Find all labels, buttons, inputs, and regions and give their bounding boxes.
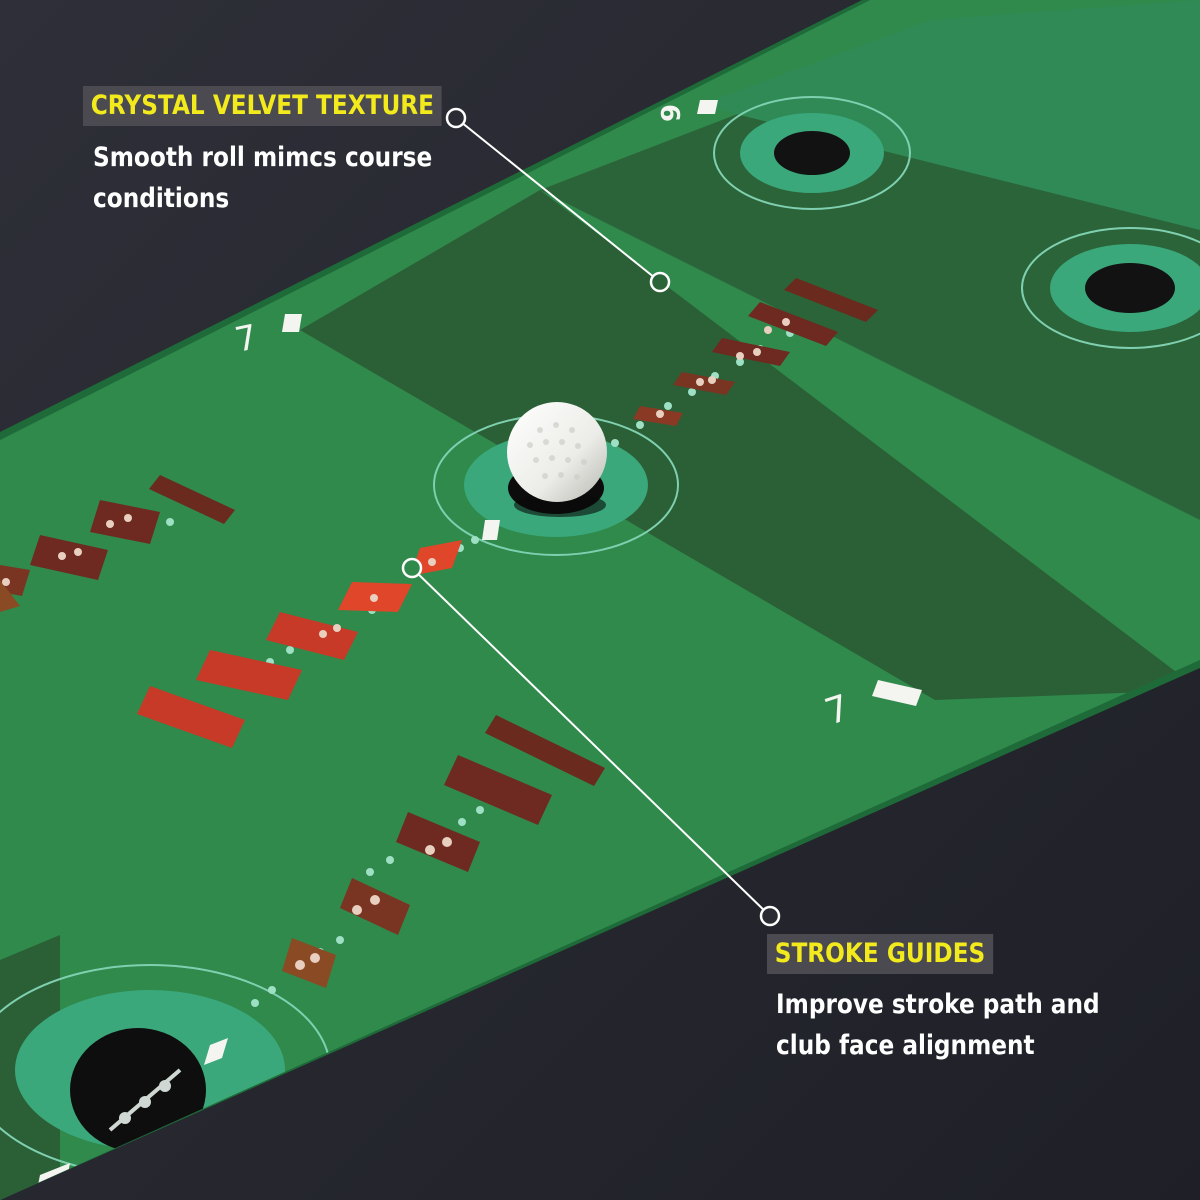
callout-line-stroke — [401, 557, 781, 927]
callout-line-texture — [445, 107, 671, 293]
target-right — [1021, 227, 1200, 349]
mat-dark-zone — [300, 190, 1200, 700]
stroke-desc-line-2: club face alignment — [776, 1030, 1035, 1061]
stroke-guide-bars-top — [633, 278, 878, 426]
texture-desc-line-1: Smooth roll mimcs course — [93, 142, 433, 173]
texture-desc-line-2: conditions — [93, 183, 230, 214]
stroke-guide-bars-lower — [282, 715, 605, 988]
bar-dots — [2, 318, 790, 970]
golf-ball — [507, 402, 607, 517]
stroke-guide-bars-left — [0, 475, 235, 612]
stroke-desc-line-1: Improve stroke path and — [776, 989, 1100, 1020]
target-top — [713, 96, 911, 210]
mat-number-nine: 9 — [657, 104, 687, 122]
stroke-callout-description: Improve stroke path and club face alignm… — [776, 984, 1100, 1066]
stroke-callout-title: STROKE GUIDES — [767, 934, 994, 974]
texture-callout-title: CRYSTAL VELVET TEXTURE — [83, 86, 442, 126]
mat-light-zone — [700, 0, 1200, 230]
texture-callout-description: Smooth roll mimcs course conditions — [93, 137, 432, 219]
stroke-guide-bars-center — [137, 540, 462, 748]
